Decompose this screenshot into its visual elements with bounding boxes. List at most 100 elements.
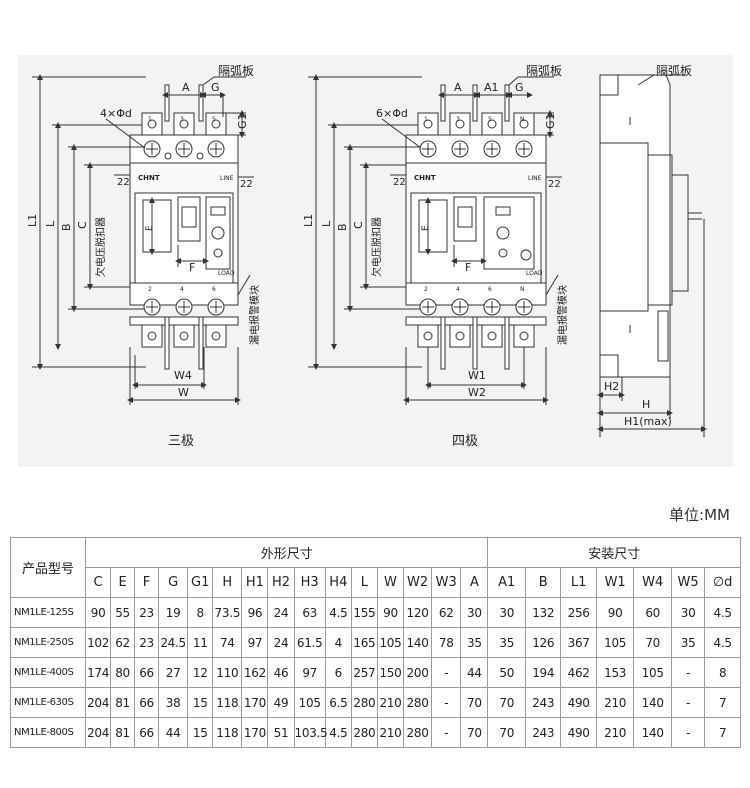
model-header: 产品型号: [9, 537, 87, 598]
value-cell: 118: [212, 717, 243, 748]
value-cell: 243: [524, 717, 562, 748]
value-cell: 200: [402, 657, 433, 688]
t4-N: N: [520, 116, 525, 123]
column-header: W5: [670, 567, 706, 598]
dim4-B: B: [336, 223, 349, 231]
value-cell: -: [670, 717, 706, 748]
column-header: L: [350, 567, 378, 598]
value-cell: 367: [560, 627, 597, 658]
value-cell: 7: [704, 717, 741, 748]
value-cell: 44: [158, 717, 189, 748]
value-cell: 70: [633, 627, 672, 658]
dim-H1: H1(max): [624, 415, 672, 428]
column-header: E: [110, 567, 136, 598]
value-cell: 4.5: [324, 597, 352, 628]
value-cell: 150: [376, 657, 404, 688]
load-label-3p: LOAD: [218, 270, 235, 277]
table-header-row-1: 产品型号 外形尺寸 安装尺寸: [9, 537, 741, 598]
column-header: H3: [293, 567, 326, 598]
dim4-L: L: [320, 220, 333, 227]
value-cell: 103.5: [293, 717, 328, 748]
value-cell: 4: [324, 627, 352, 658]
value-cell: 120: [402, 597, 433, 628]
value-cell: 210: [595, 717, 635, 748]
value-cell: 30: [460, 597, 489, 628]
value-cell: 30: [487, 597, 526, 628]
four-pole-view: [308, 74, 562, 405]
value-cell: 280: [402, 687, 433, 718]
dim4-W1: W1: [468, 369, 486, 382]
dim-E: E: [145, 225, 155, 231]
value-cell: 97: [241, 627, 269, 658]
dim4-W2: W2: [468, 386, 486, 399]
b3-2: 2: [148, 286, 152, 293]
value-cell: 162: [241, 657, 269, 688]
value-cell: 170: [241, 717, 269, 748]
value-cell: 6.5: [324, 687, 352, 718]
value-cell: -: [670, 657, 706, 688]
value-cell: 90: [85, 597, 112, 628]
value-cell: 44: [460, 657, 489, 688]
model-cell: NM1LE-630S: [9, 687, 87, 718]
value-cell: 490: [560, 717, 597, 748]
value-cell: 66: [134, 717, 160, 748]
value-cell: 204: [85, 687, 112, 718]
value-cell: 70: [487, 687, 526, 718]
b3-6: 6: [212, 286, 216, 293]
value-cell: 63: [293, 597, 326, 628]
column-header: C: [85, 567, 112, 598]
value-cell: 8: [187, 597, 214, 628]
value-cell: 4.5: [704, 627, 741, 658]
value-cell: 110: [212, 657, 243, 688]
value-cell: 66: [134, 687, 160, 718]
value-cell: 11: [187, 627, 214, 658]
value-cell: 35: [670, 627, 706, 658]
value-cell: 78: [431, 627, 462, 658]
value-cell: 8: [704, 657, 741, 688]
value-cell: 62: [431, 597, 462, 628]
value-cell: 194: [524, 657, 562, 688]
value-cell: 24: [267, 627, 295, 658]
install-group-header: 安装尺寸: [487, 537, 741, 568]
dim-C: C: [76, 221, 89, 229]
dim-L1: L1: [26, 214, 39, 227]
dim-A: A: [182, 81, 190, 94]
dim-W4: W4: [174, 369, 192, 382]
b3-4: 4: [180, 286, 184, 293]
dim-G1: G1: [236, 113, 249, 129]
value-cell: 174: [85, 657, 112, 688]
value-cell: 462: [560, 657, 597, 688]
dim-W: W: [178, 386, 189, 399]
value-cell: 80: [110, 657, 136, 688]
value-cell: 23: [134, 597, 160, 628]
side-view: [597, 74, 707, 437]
model-cell: NM1LE-250S: [9, 627, 87, 658]
brand-3p: CHNT: [138, 174, 160, 182]
value-cell: 7: [704, 687, 741, 718]
value-cell: 105: [595, 627, 635, 658]
alarm-label-4p: 漏电报警模块: [556, 285, 569, 345]
three-pole-labels: A G 隔弧板 G1 4×Φd L1 L B C 欠电压脱扣器 22 22 E …: [26, 64, 261, 399]
t4-3: 3: [456, 116, 460, 123]
three-pole-view: [32, 74, 254, 405]
breaker-drawing: A G 隔弧板 G1 4×Φd L1 L B C 欠电压脱扣器 22 22 E …: [26, 64, 707, 449]
t3-3: 3: [180, 116, 184, 123]
dim4-E: E: [421, 225, 431, 231]
column-header: ∅d: [704, 567, 741, 598]
value-cell: -: [431, 687, 462, 718]
model-cell: NM1LE-800S: [9, 717, 87, 748]
value-cell: 61.5: [293, 627, 326, 658]
column-header: W1: [595, 567, 635, 598]
b4-4: 4: [456, 286, 460, 293]
value-cell: 140: [633, 717, 672, 748]
value-cell: 50: [487, 657, 526, 688]
dim-B: B: [60, 223, 73, 231]
dim4-F: F: [465, 261, 471, 274]
caption-four-pole: 四极: [452, 434, 478, 449]
value-cell: 257: [350, 657, 378, 688]
alarm-label-3p: 漏电报警模块: [248, 285, 261, 345]
value-cell: 102: [85, 627, 112, 658]
